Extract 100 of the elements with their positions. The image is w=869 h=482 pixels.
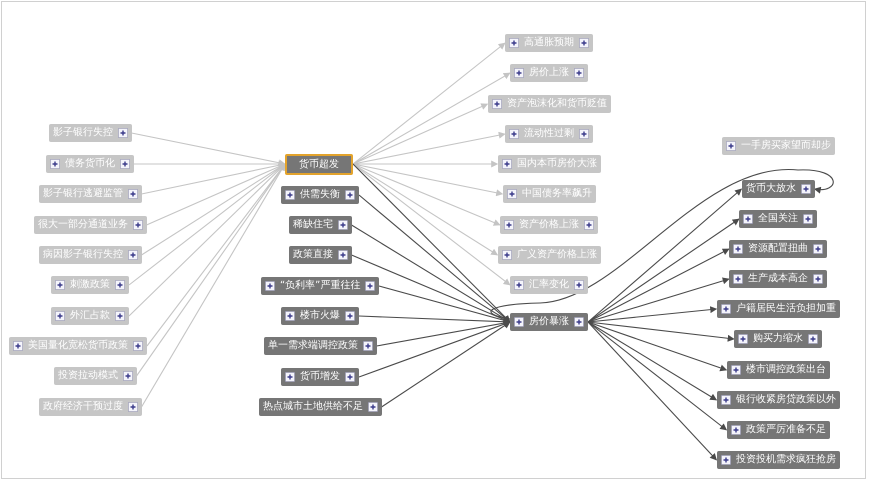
topic-box — [742, 180, 815, 198]
topic-label: 美国量化宽松货币政策 — [28, 340, 128, 352]
topic-label: 楼市火爆 — [300, 310, 340, 322]
arrow — [588, 322, 718, 400]
topic-box — [54, 367, 137, 385]
topic-label: 很大一部分通道业务 — [38, 219, 128, 231]
topic-box — [498, 155, 601, 173]
topic-box — [51, 276, 129, 294]
topic-box — [281, 186, 359, 204]
topic-box — [264, 337, 377, 355]
arrow — [353, 160, 498, 168]
topic-label: 外汇占款 — [70, 310, 110, 322]
topic-label: 供需失衡 — [300, 189, 340, 201]
topic-box — [505, 125, 593, 143]
topic-box — [734, 330, 822, 348]
arrow — [352, 72, 511, 164]
topic-box — [281, 368, 359, 386]
topic-label: 房价暴涨 — [529, 316, 569, 328]
arrow — [588, 248, 730, 322]
topic-label: 购买力缩水 — [753, 333, 803, 345]
topic-label: 一手房买家望而却步 — [741, 140, 831, 152]
topic-label: 银行收紧房贷政策以外 — [736, 394, 836, 406]
topic-box — [51, 307, 129, 325]
topic-box — [729, 270, 827, 288]
topic-box — [39, 246, 142, 264]
arrow — [131, 132, 286, 166]
arrow — [588, 321, 735, 342]
topic-box — [39, 185, 142, 203]
topic-box — [289, 216, 352, 234]
topic-box — [498, 246, 601, 264]
arrow — [491, 169, 834, 320]
topic-label: 楼市调控政策出台 — [746, 364, 826, 376]
topic-label: 广义资产价格上涨 — [517, 249, 597, 261]
topic-box — [739, 210, 817, 228]
arrow — [352, 164, 501, 226]
topic-label: 货币超发 — [299, 158, 339, 170]
topic-label: 影子银行逃避监管 — [43, 188, 123, 200]
arrow — [588, 188, 742, 322]
topic-box — [717, 451, 840, 469]
topic-label: 户籍居民生活负担加重 — [736, 303, 836, 315]
topic-box — [727, 361, 830, 379]
topic-box — [717, 300, 840, 318]
topic-box — [9, 337, 147, 355]
topic-box — [510, 64, 588, 82]
topic-box — [727, 421, 830, 439]
topic-label: 国内本币房价大涨 — [517, 158, 597, 170]
topic-label: 稀缺住宅 — [293, 219, 333, 231]
arrow — [352, 42, 506, 164]
topic-box — [729, 240, 827, 258]
topic-label: 投资投机需求疯狂抢房 — [736, 454, 836, 466]
topic-label: 热点城市土地供给不足 — [263, 401, 363, 413]
topic-box — [39, 398, 142, 416]
topic-label: 高通胀预期 — [524, 37, 574, 49]
topic-box — [281, 307, 359, 325]
topic-box — [49, 124, 132, 142]
topic-box — [34, 216, 147, 234]
topic-label: 资产价格上涨 — [519, 219, 579, 231]
topic-label: 政策直接 — [293, 249, 333, 261]
topic-label: 资产泡沫化和货币贬值 — [507, 98, 607, 110]
topic-label: 资源配置扭曲 — [748, 243, 808, 255]
arrow — [588, 218, 740, 322]
topic-label: 影子银行失控 — [53, 127, 113, 139]
topic-box — [510, 276, 588, 294]
arrow — [588, 321, 728, 372]
arrow — [588, 322, 728, 430]
topic-box — [46, 155, 134, 173]
topic-label: 全国关注 — [758, 213, 798, 225]
topic-label: 生产成本高企 — [748, 273, 808, 285]
topic-label: 货币增发 — [300, 371, 340, 383]
topic-box — [500, 216, 598, 234]
topic-label: 中国债务率飙升 — [522, 188, 592, 200]
topic-box — [488, 95, 611, 113]
topic-box — [503, 185, 596, 203]
topic-label: 汇率变化 — [529, 279, 569, 291]
topic-box — [285, 154, 353, 175]
arrow — [588, 322, 717, 460]
arrow — [588, 306, 718, 323]
topic-box — [261, 277, 380, 295]
arrow — [128, 164, 286, 316]
topic-label: 政府经济干预过度 — [43, 401, 123, 413]
topic-label: 政策严厉准备不足 — [746, 424, 826, 436]
topic-label: 流动性过剩 — [524, 128, 574, 140]
arrow — [352, 163, 504, 196]
topic-box — [289, 246, 352, 264]
topic-box — [717, 391, 840, 409]
topic-label: 单一需求端调控政策 — [268, 340, 358, 352]
topic-label: 房价上涨 — [529, 67, 569, 79]
arrow — [588, 278, 730, 323]
topic-box — [722, 137, 835, 155]
topic-label: 投资拉动模式 — [58, 370, 118, 382]
topic-box — [259, 398, 382, 416]
topic-box — [510, 313, 588, 331]
arrow — [381, 322, 511, 408]
topic-label: 刺激政策 — [70, 279, 110, 291]
topic-label: “负利率”严重往往 — [280, 280, 360, 292]
topic-label: 债务货币化 — [65, 158, 115, 170]
topic-label: 货币大放水 — [746, 183, 796, 195]
arrow — [352, 132, 506, 165]
topic-box — [505, 34, 593, 52]
topic-label: 病因影子银行失控 — [43, 249, 123, 261]
